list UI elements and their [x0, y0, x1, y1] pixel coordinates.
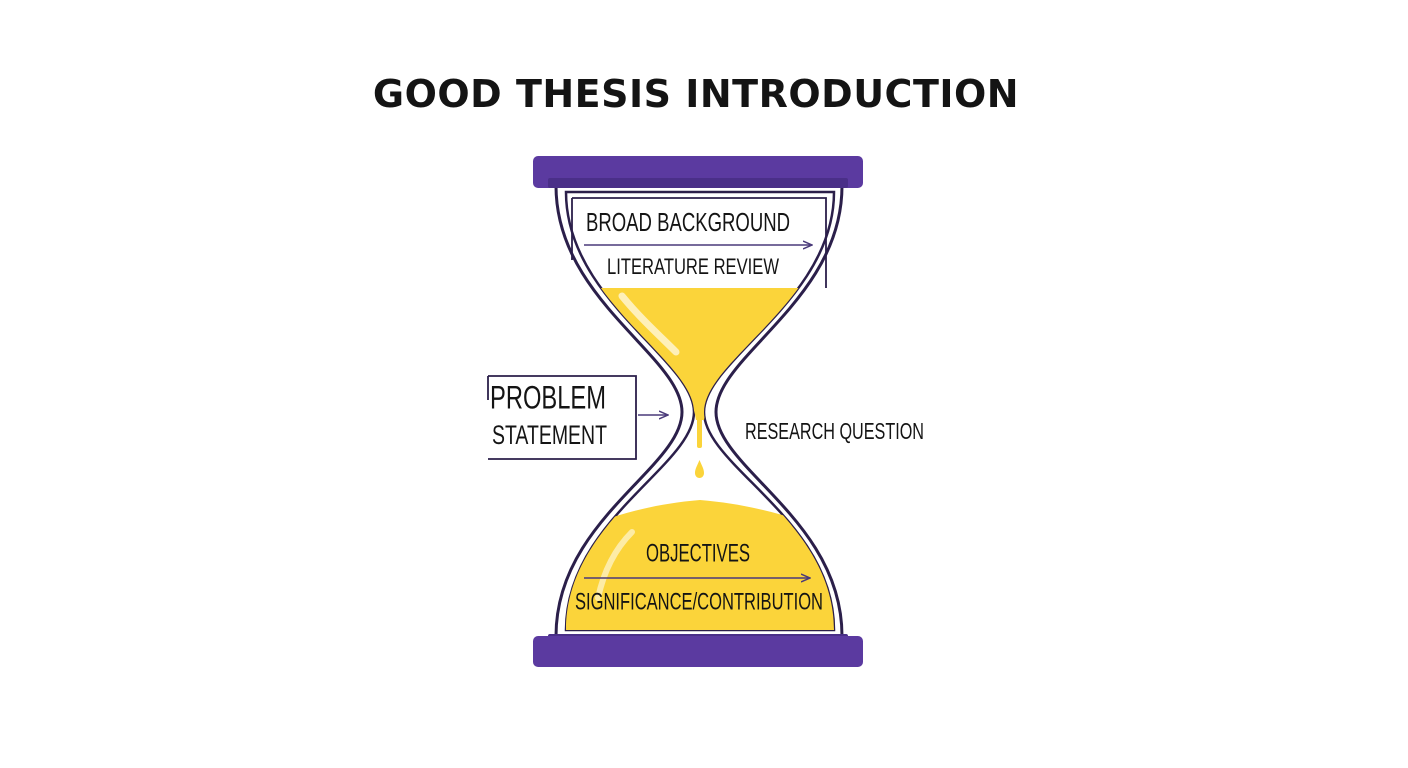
hourglass-bottom-cap [533, 636, 863, 667]
label-problem: PROBLEM [490, 379, 606, 415]
top-label-box [572, 197, 827, 288]
label-significance-contribution: SIGNIFICANCE/CONTRIBUTION [575, 588, 823, 615]
sand-stream [697, 412, 702, 448]
hourglass-top-cap-lip [548, 178, 848, 188]
label-statement: STATEMENT [492, 420, 607, 450]
bottom-sand [566, 500, 834, 630]
problem-statement-box [488, 375, 637, 460]
label-literature-review: LITERATURE REVIEW [607, 254, 779, 279]
glass-highlight [595, 529, 635, 601]
sand-drop [695, 460, 704, 478]
diagram-title: GOOD THESIS INTRODUCTION [372, 72, 1020, 116]
glass-highlight [618, 292, 680, 356]
label-broad-background: BROAD BACKGROUND [586, 207, 790, 237]
label-objectives: OBJECTIVES [646, 540, 750, 568]
label-research-question: RESEARCH QUESTION [745, 418, 924, 444]
